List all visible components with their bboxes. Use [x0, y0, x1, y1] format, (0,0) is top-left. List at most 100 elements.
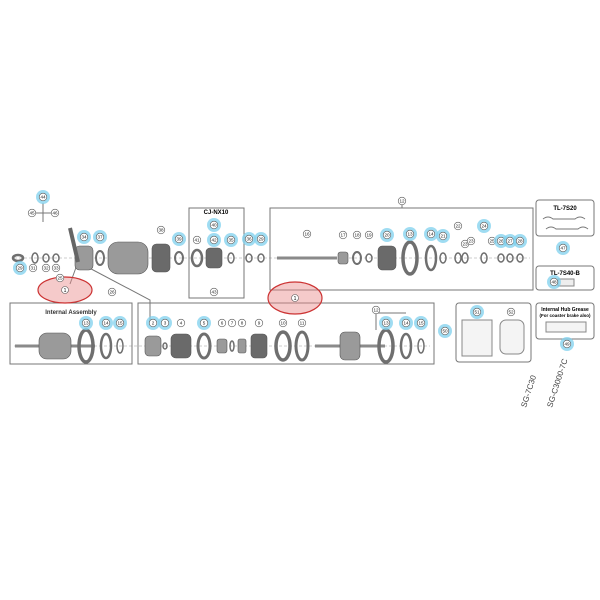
- callout-17[interactable]: 17: [338, 230, 348, 240]
- callout-49[interactable]: 49: [560, 337, 574, 351]
- callout-number: 6: [221, 321, 224, 326]
- callout-24[interactable]: 24: [477, 219, 491, 233]
- callout-22[interactable]: 22: [453, 221, 463, 231]
- callout-42[interactable]: 42: [207, 233, 221, 247]
- ring-part: [245, 253, 253, 263]
- callout-37[interactable]: 37: [93, 230, 107, 244]
- callout-47[interactable]: 47: [556, 241, 570, 255]
- callout-number: 35: [228, 238, 234, 243]
- callout-38[interactable]: 38: [156, 225, 166, 235]
- callout-number: 15: [117, 321, 123, 326]
- callout-4[interactable]: 4: [176, 318, 186, 328]
- tool-box-2: [535, 265, 595, 291]
- callout-26[interactable]: 26: [107, 287, 117, 297]
- callout-circle: [79, 232, 89, 242]
- callout-number: 15: [418, 321, 424, 326]
- callout-14[interactable]: 14: [399, 316, 413, 330]
- callout-circle: [479, 221, 489, 231]
- callout-12[interactable]: 12: [371, 305, 381, 315]
- ring-part: [174, 251, 184, 265]
- callout-41[interactable]: 41: [192, 235, 202, 245]
- callout-43[interactable]: 43: [209, 287, 219, 297]
- callout-36[interactable]: 36: [242, 232, 256, 246]
- callout-21[interactable]: 21: [436, 229, 450, 243]
- cone-wrench-icon: [542, 216, 589, 230]
- selected-callout[interactable]: 1: [267, 281, 323, 315]
- ring-part: [162, 342, 168, 350]
- callout-27[interactable]: 27: [503, 234, 517, 248]
- callout-number: 23: [462, 242, 468, 247]
- ring-part: [95, 250, 105, 266]
- callout-circle: [466, 236, 476, 246]
- selected-callout[interactable]: 1: [37, 276, 93, 304]
- callout-45[interactable]: 45: [27, 208, 37, 218]
- callout-32[interactable]: 32: [41, 263, 51, 273]
- callout-number: 13: [407, 232, 413, 237]
- callout-20[interactable]: 20: [380, 228, 394, 242]
- callout-35[interactable]: 35: [224, 233, 238, 247]
- callout-44[interactable]: 44: [36, 190, 50, 204]
- callout-28[interactable]: 28: [513, 234, 527, 248]
- callout-25[interactable]: 25: [55, 273, 65, 283]
- callout-14[interactable]: 14: [99, 316, 113, 330]
- cyl-part: [337, 251, 349, 265]
- callout-8[interactable]: 8: [237, 318, 247, 328]
- callout-11[interactable]: 11: [297, 318, 307, 328]
- ring-part: [52, 253, 60, 263]
- callout-number: 29: [17, 266, 23, 271]
- callout-31[interactable]: 31: [28, 263, 38, 273]
- callout-51[interactable]: 51: [470, 305, 484, 319]
- cj-nx10-label: CJ-NX10: [204, 210, 229, 216]
- callout-circle: [61, 286, 69, 294]
- cj-nx10-box: [188, 207, 245, 299]
- callout-circle: [558, 243, 568, 253]
- callout-circle: [256, 234, 266, 244]
- callout-50[interactable]: 50: [438, 324, 452, 338]
- cyl-part: [237, 338, 247, 354]
- ring-part: [424, 244, 438, 272]
- callout-13[interactable]: 13: [403, 227, 417, 241]
- callout-14[interactable]: 14: [424, 227, 438, 241]
- callout-16[interactable]: 16: [302, 229, 312, 239]
- callout-5[interactable]: 5: [197, 316, 211, 330]
- callout-29[interactable]: 29: [13, 261, 27, 275]
- callout-number: 26: [109, 290, 115, 295]
- callout-3[interactable]: 3: [158, 316, 172, 330]
- grease-jar-icon: [499, 319, 525, 355]
- callout-number: 45: [29, 211, 35, 216]
- callout-15[interactable]: 15: [414, 316, 428, 330]
- callout-48[interactable]: 48: [547, 275, 561, 289]
- callout-circle: [38, 192, 48, 202]
- callout-46[interactable]: 46: [50, 208, 60, 218]
- callout-23[interactable]: 23: [466, 236, 476, 246]
- callout-6[interactable]: 6: [217, 318, 227, 328]
- callout-number: 27: [507, 239, 513, 244]
- callout-39[interactable]: 39: [172, 232, 186, 246]
- callout-19[interactable]: 19: [364, 230, 374, 240]
- ring-part: [516, 253, 524, 263]
- ring-part: [401, 240, 419, 276]
- callout-9[interactable]: 9: [254, 318, 264, 328]
- callout-52[interactable]: 52: [506, 307, 516, 317]
- callout-12[interactable]: 12: [397, 196, 407, 206]
- callout-circle: [254, 318, 264, 328]
- callout-circle: [426, 229, 436, 239]
- callout-number: 51: [474, 310, 480, 315]
- callout-number: 29: [258, 237, 264, 242]
- callout-13[interactable]: 13: [79, 316, 93, 330]
- callout-29[interactable]: 29: [254, 232, 268, 246]
- callout-number: 2: [152, 321, 155, 326]
- callout-40[interactable]: 40: [207, 218, 221, 232]
- callout-2[interactable]: 2: [146, 316, 160, 330]
- callout-23[interactable]: 23: [460, 239, 470, 249]
- callout-13[interactable]: 13: [379, 316, 393, 330]
- callout-18[interactable]: 18: [352, 230, 362, 240]
- callout-34[interactable]: 34: [77, 230, 91, 244]
- callout-7[interactable]: 7: [227, 318, 237, 328]
- hub-part: [339, 331, 361, 361]
- callout-number: 21: [440, 234, 446, 239]
- callout-circle: [244, 234, 254, 244]
- callout-15[interactable]: 15: [113, 316, 127, 330]
- callout-33[interactable]: 33: [51, 263, 61, 273]
- callout-10[interactable]: 10: [278, 318, 288, 328]
